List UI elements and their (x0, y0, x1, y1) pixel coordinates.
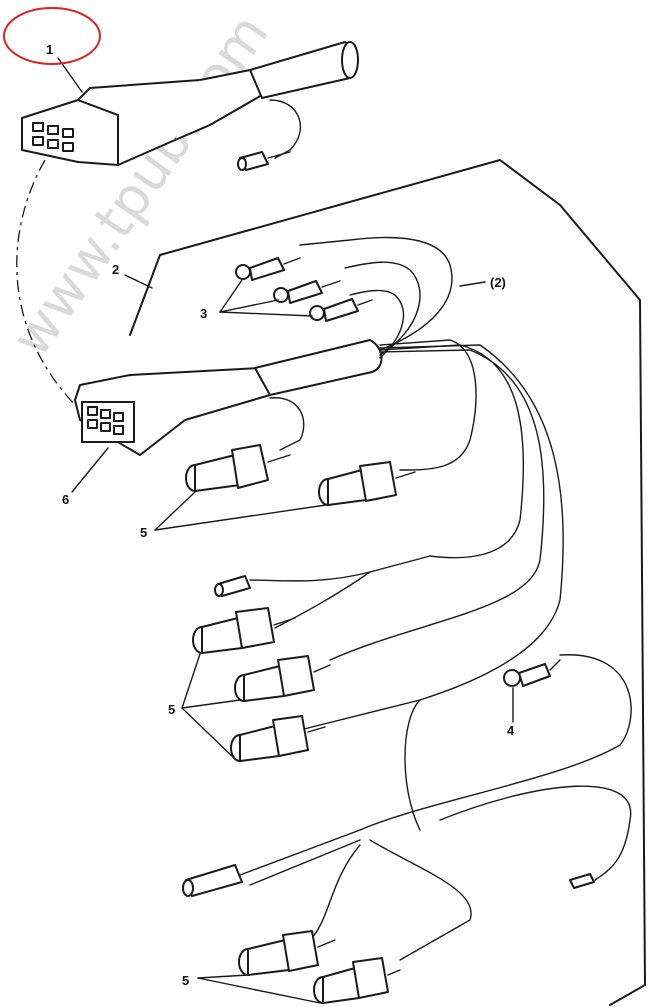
ring-terminal-4 (503, 659, 561, 687)
knurled-connectors-5 (185, 444, 416, 1004)
ring-terminals-3 (235, 257, 373, 322)
connector-6 (74, 339, 383, 456)
wire-bundle (239, 236, 632, 961)
callout-5-lower: 5 (182, 973, 189, 988)
callout-3: 3 (200, 306, 207, 321)
harness-plate-outline (129, 159, 646, 1006)
callout-2: 2 (112, 262, 119, 277)
callout-4: 4 (507, 723, 515, 738)
connector-1 (21, 41, 359, 171)
callout-5-middle: 5 (168, 702, 175, 717)
leader-lines (57, 57, 514, 1004)
callout-2-quantity: (2) (490, 275, 506, 290)
pin-terminals (182, 575, 595, 897)
highlight-circle (3, 7, 101, 65)
connector-link-dashed (16, 159, 81, 411)
callout-5-upper: 5 (140, 525, 147, 540)
callout-6: 6 (62, 492, 69, 507)
callout-1: 1 (46, 42, 53, 57)
